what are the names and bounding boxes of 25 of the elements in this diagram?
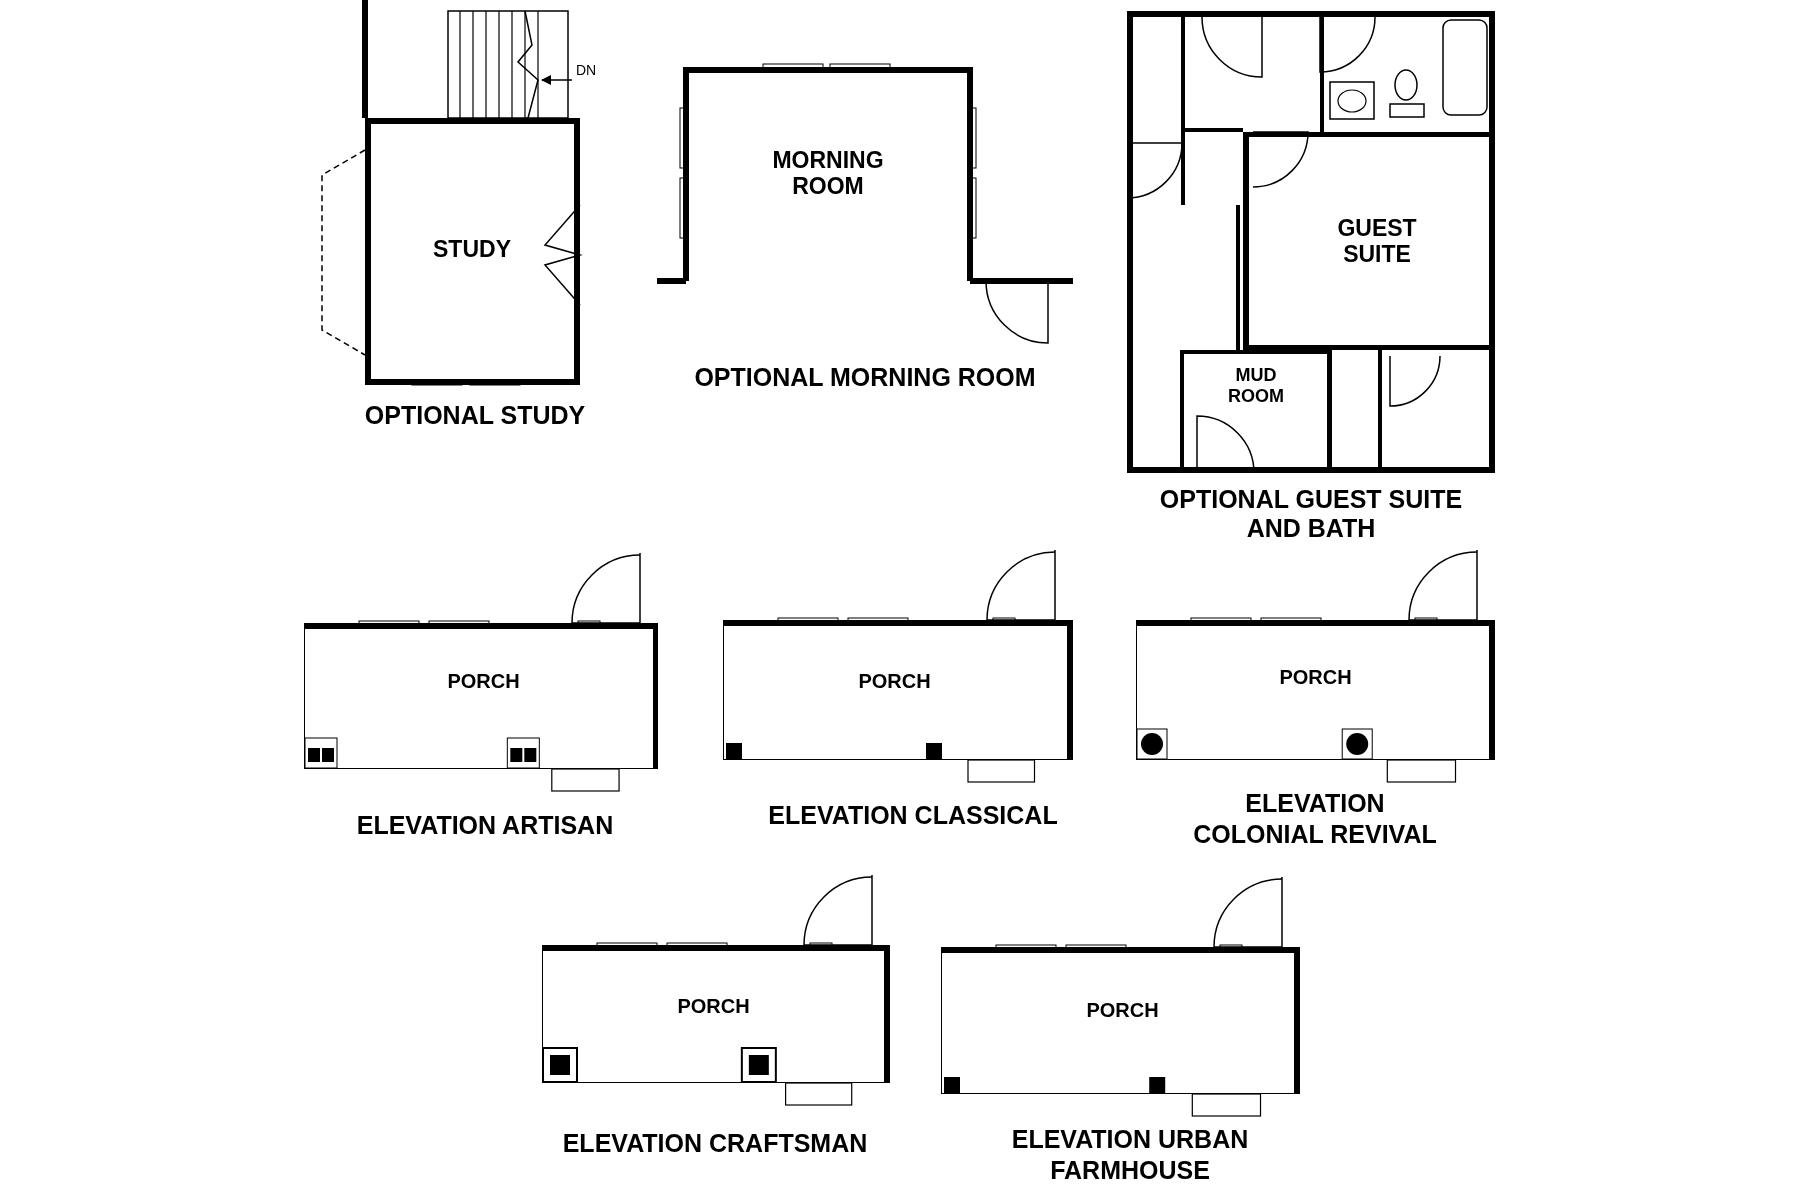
room-name: MUD ROOM (1227, 365, 1285, 407)
room-name: PORCH (676, 995, 751, 1018)
porch-outline (723, 620, 1073, 760)
plan-caption: ELEVATION CRAFTSMAN (561, 1128, 869, 1159)
plan-caption: OPTIONAL STUDY (363, 400, 587, 431)
room-name: PORCH (857, 670, 932, 693)
porch-outline (941, 947, 1300, 1094)
porch-outline (1136, 620, 1495, 760)
room-outline (683, 67, 973, 281)
plan-caption: ELEVATION COLONIAL REVIVAL (1192, 788, 1438, 851)
stair-direction-label: DN (576, 62, 597, 78)
room-name: MORNING ROOM (771, 147, 885, 200)
plan-caption: ELEVATION URBAN FARMHOUSE (1010, 1124, 1250, 1187)
plan-caption: OPTIONAL MORNING ROOM (693, 362, 1037, 393)
room-name: PORCH (1085, 999, 1160, 1022)
plan-caption: ELEVATION CLASSICAL (767, 800, 1059, 831)
porch-outline (304, 623, 658, 769)
room-name: PORCH (446, 670, 521, 693)
room-name: GUEST SUITE (1336, 215, 1418, 268)
plan-caption: ELEVATION ARTISAN (355, 810, 615, 841)
room-outline (365, 118, 580, 385)
room-name: PORCH (1278, 666, 1353, 689)
plan-caption: OPTIONAL GUEST SUITE AND BATH (1158, 485, 1464, 543)
room-name: STUDY (432, 236, 512, 263)
porch-outline (542, 945, 890, 1083)
